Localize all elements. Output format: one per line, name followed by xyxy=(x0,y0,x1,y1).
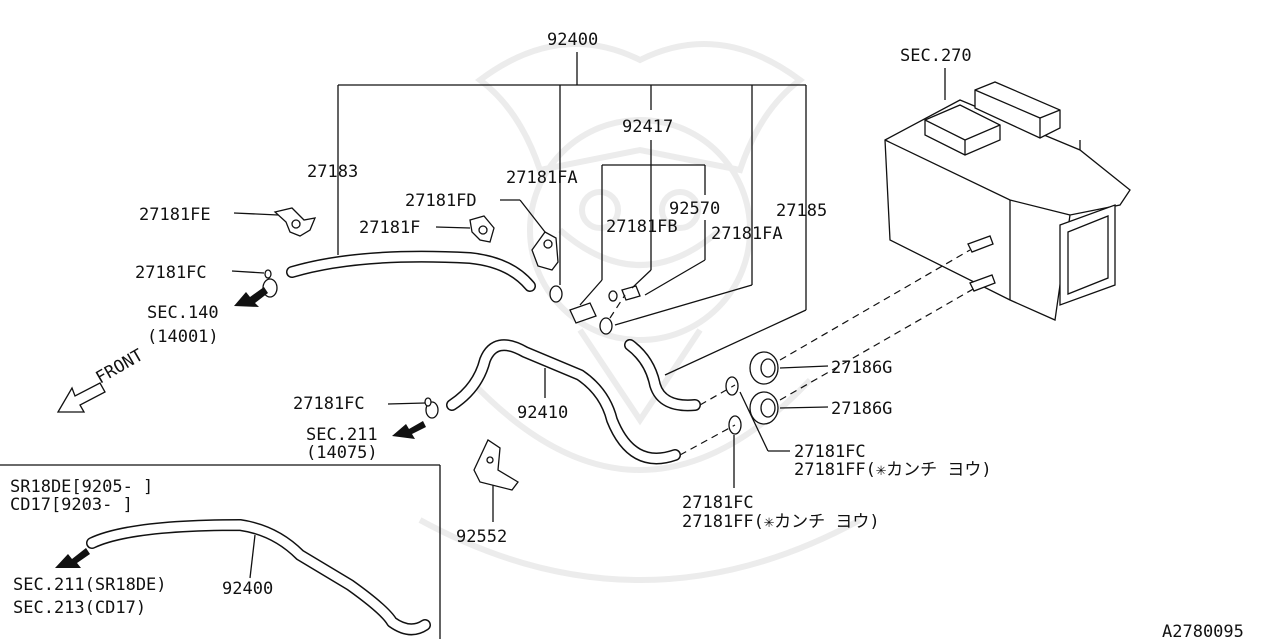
label-27181FA-lower: 27181FA xyxy=(711,224,783,244)
inset-model-sr18de: SR18DE[9205- ] xyxy=(10,477,153,497)
hose-27185 xyxy=(624,339,701,412)
label-front: FRONT xyxy=(93,345,147,388)
label-27181F: 27181F xyxy=(359,218,420,238)
canister xyxy=(884,81,1131,321)
label-92570: 92570 xyxy=(669,199,720,219)
arrow-inset-sec211-icon xyxy=(55,548,90,568)
label-27181FE: 27181FE xyxy=(139,205,211,225)
arrow-sec140-icon xyxy=(234,287,268,307)
label-27181FB: 27181FB xyxy=(606,217,678,237)
hose-inset-92400 xyxy=(86,519,431,636)
label-27183: 27183 xyxy=(307,162,358,182)
label-27181FF-right-upper: 27181FF(✳カンチ ヨウ) xyxy=(794,460,992,480)
clip-27181FC-lower xyxy=(424,397,439,419)
front-arrow-icon xyxy=(56,382,106,413)
label-27181FC-lower-left: 27181FC xyxy=(293,394,365,414)
connector-27181FB xyxy=(569,285,641,335)
label-27186G-upper: 27186G xyxy=(831,358,892,378)
dash-line-2 xyxy=(779,287,976,401)
inset-model-cd17: CD17[9203- ] xyxy=(10,495,133,515)
dash-line-4 xyxy=(679,424,736,456)
hose-27183 xyxy=(286,250,536,292)
dash-line-5 xyxy=(609,294,626,319)
label-sec270: SEC.270 xyxy=(900,46,972,66)
label-27185: 27185 xyxy=(776,201,827,221)
hose-92410 xyxy=(446,339,681,465)
label-27181FA-upper: 27181FA xyxy=(506,168,578,188)
label-92417: 92417 xyxy=(622,117,673,137)
label-92552: 92552 xyxy=(456,527,507,547)
dash-line-3 xyxy=(699,384,736,406)
inset-label-92400: 92400 xyxy=(222,579,273,599)
label-27181FC-right-upper: 27181FC xyxy=(794,442,866,462)
inset-label-sec213: SEC.213(CD17) xyxy=(13,598,146,618)
clip-27181FA xyxy=(549,285,563,303)
inset-box xyxy=(0,464,441,639)
inset-label-sec211: SEC.211(SR18DE) xyxy=(13,575,167,595)
label-sec140: SEC.140 xyxy=(147,303,219,323)
arrow-sec211-icon xyxy=(392,421,426,439)
label-27186G-lower: 27186G xyxy=(831,399,892,419)
label-27181FF-right-lower: 27181FF(✳カンチ ヨウ) xyxy=(682,512,880,532)
clamp-27181F xyxy=(469,215,495,243)
label-sec140-sub: (14001) xyxy=(147,327,219,347)
dash-line-1 xyxy=(779,249,971,361)
label-92400: 92400 xyxy=(547,30,598,50)
bracket-92552 xyxy=(473,439,519,491)
label-27181FC-upper: 27181FC xyxy=(135,263,207,283)
label-27181FD: 27181FD xyxy=(405,191,477,211)
label-27181FC-right-lower: 27181FC xyxy=(682,493,754,513)
label-sec211: SEC.211 xyxy=(306,425,378,445)
label-92410: 92410 xyxy=(517,403,568,423)
diagram-reference: A2780095 xyxy=(1162,622,1244,639)
grommet-27186G xyxy=(749,351,779,425)
leader-lines xyxy=(231,52,946,579)
clamp-27181FE xyxy=(273,207,317,237)
label-sec211-sub: (14075) xyxy=(306,443,378,463)
